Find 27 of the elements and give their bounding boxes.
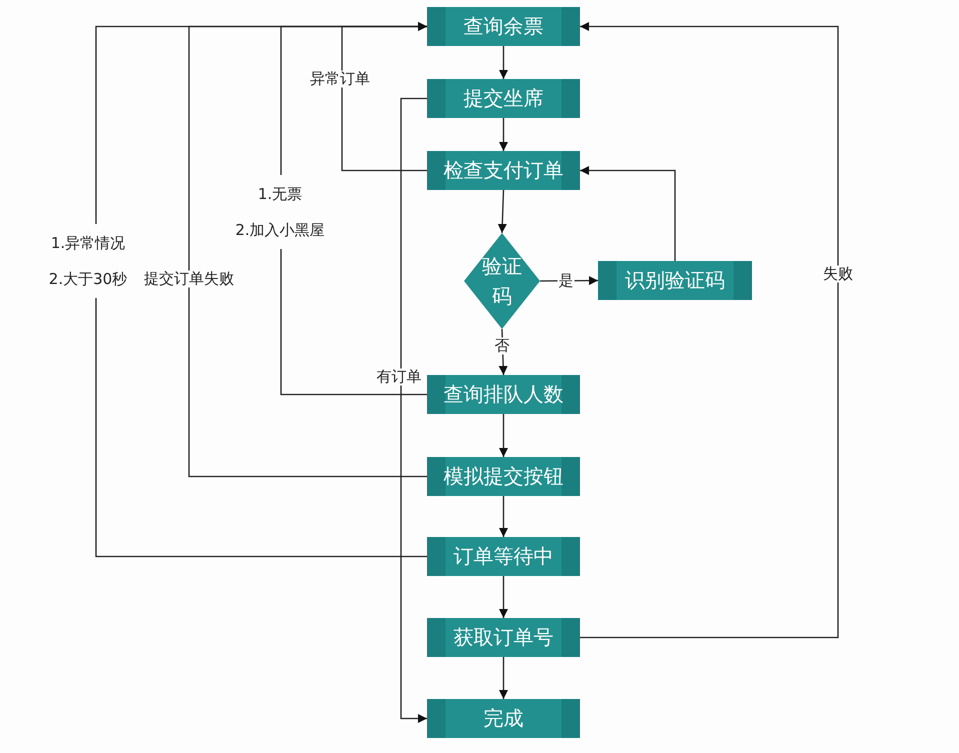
edge-label: 异常订单 xyxy=(309,70,371,88)
arrow xyxy=(498,190,507,234)
decision-diamond: 验证码 xyxy=(464,233,540,329)
edge-label: 否 xyxy=(494,338,510,354)
arrow xyxy=(580,22,839,638)
arrow xyxy=(95,22,427,558)
process-box: 订单等待中 xyxy=(427,537,580,576)
arrow xyxy=(498,576,508,618)
arrow xyxy=(400,98,427,724)
edge-label: 提交订单失败 xyxy=(143,270,235,288)
arrow xyxy=(580,166,676,261)
arrow xyxy=(498,496,508,537)
process-box: 获取订单号 xyxy=(427,618,580,657)
edge-label: 是 xyxy=(558,272,574,290)
arrow xyxy=(498,118,508,151)
edge-label: 有订单 xyxy=(376,368,422,386)
process-box: 模拟提交按钮 xyxy=(427,457,580,496)
process-box: 查询排队人数 xyxy=(427,375,580,414)
arrow xyxy=(498,414,508,457)
edge-label: 失败 xyxy=(822,266,854,282)
arrow xyxy=(498,657,508,699)
process-box: 检查支付订单 xyxy=(427,151,580,190)
arrow xyxy=(498,46,508,79)
process-box: 提交坐席 xyxy=(427,79,580,118)
process-box: 完成 xyxy=(427,699,580,738)
process-box: 识别验证码 xyxy=(598,261,752,300)
process-box: 查询余票 xyxy=(427,7,580,46)
